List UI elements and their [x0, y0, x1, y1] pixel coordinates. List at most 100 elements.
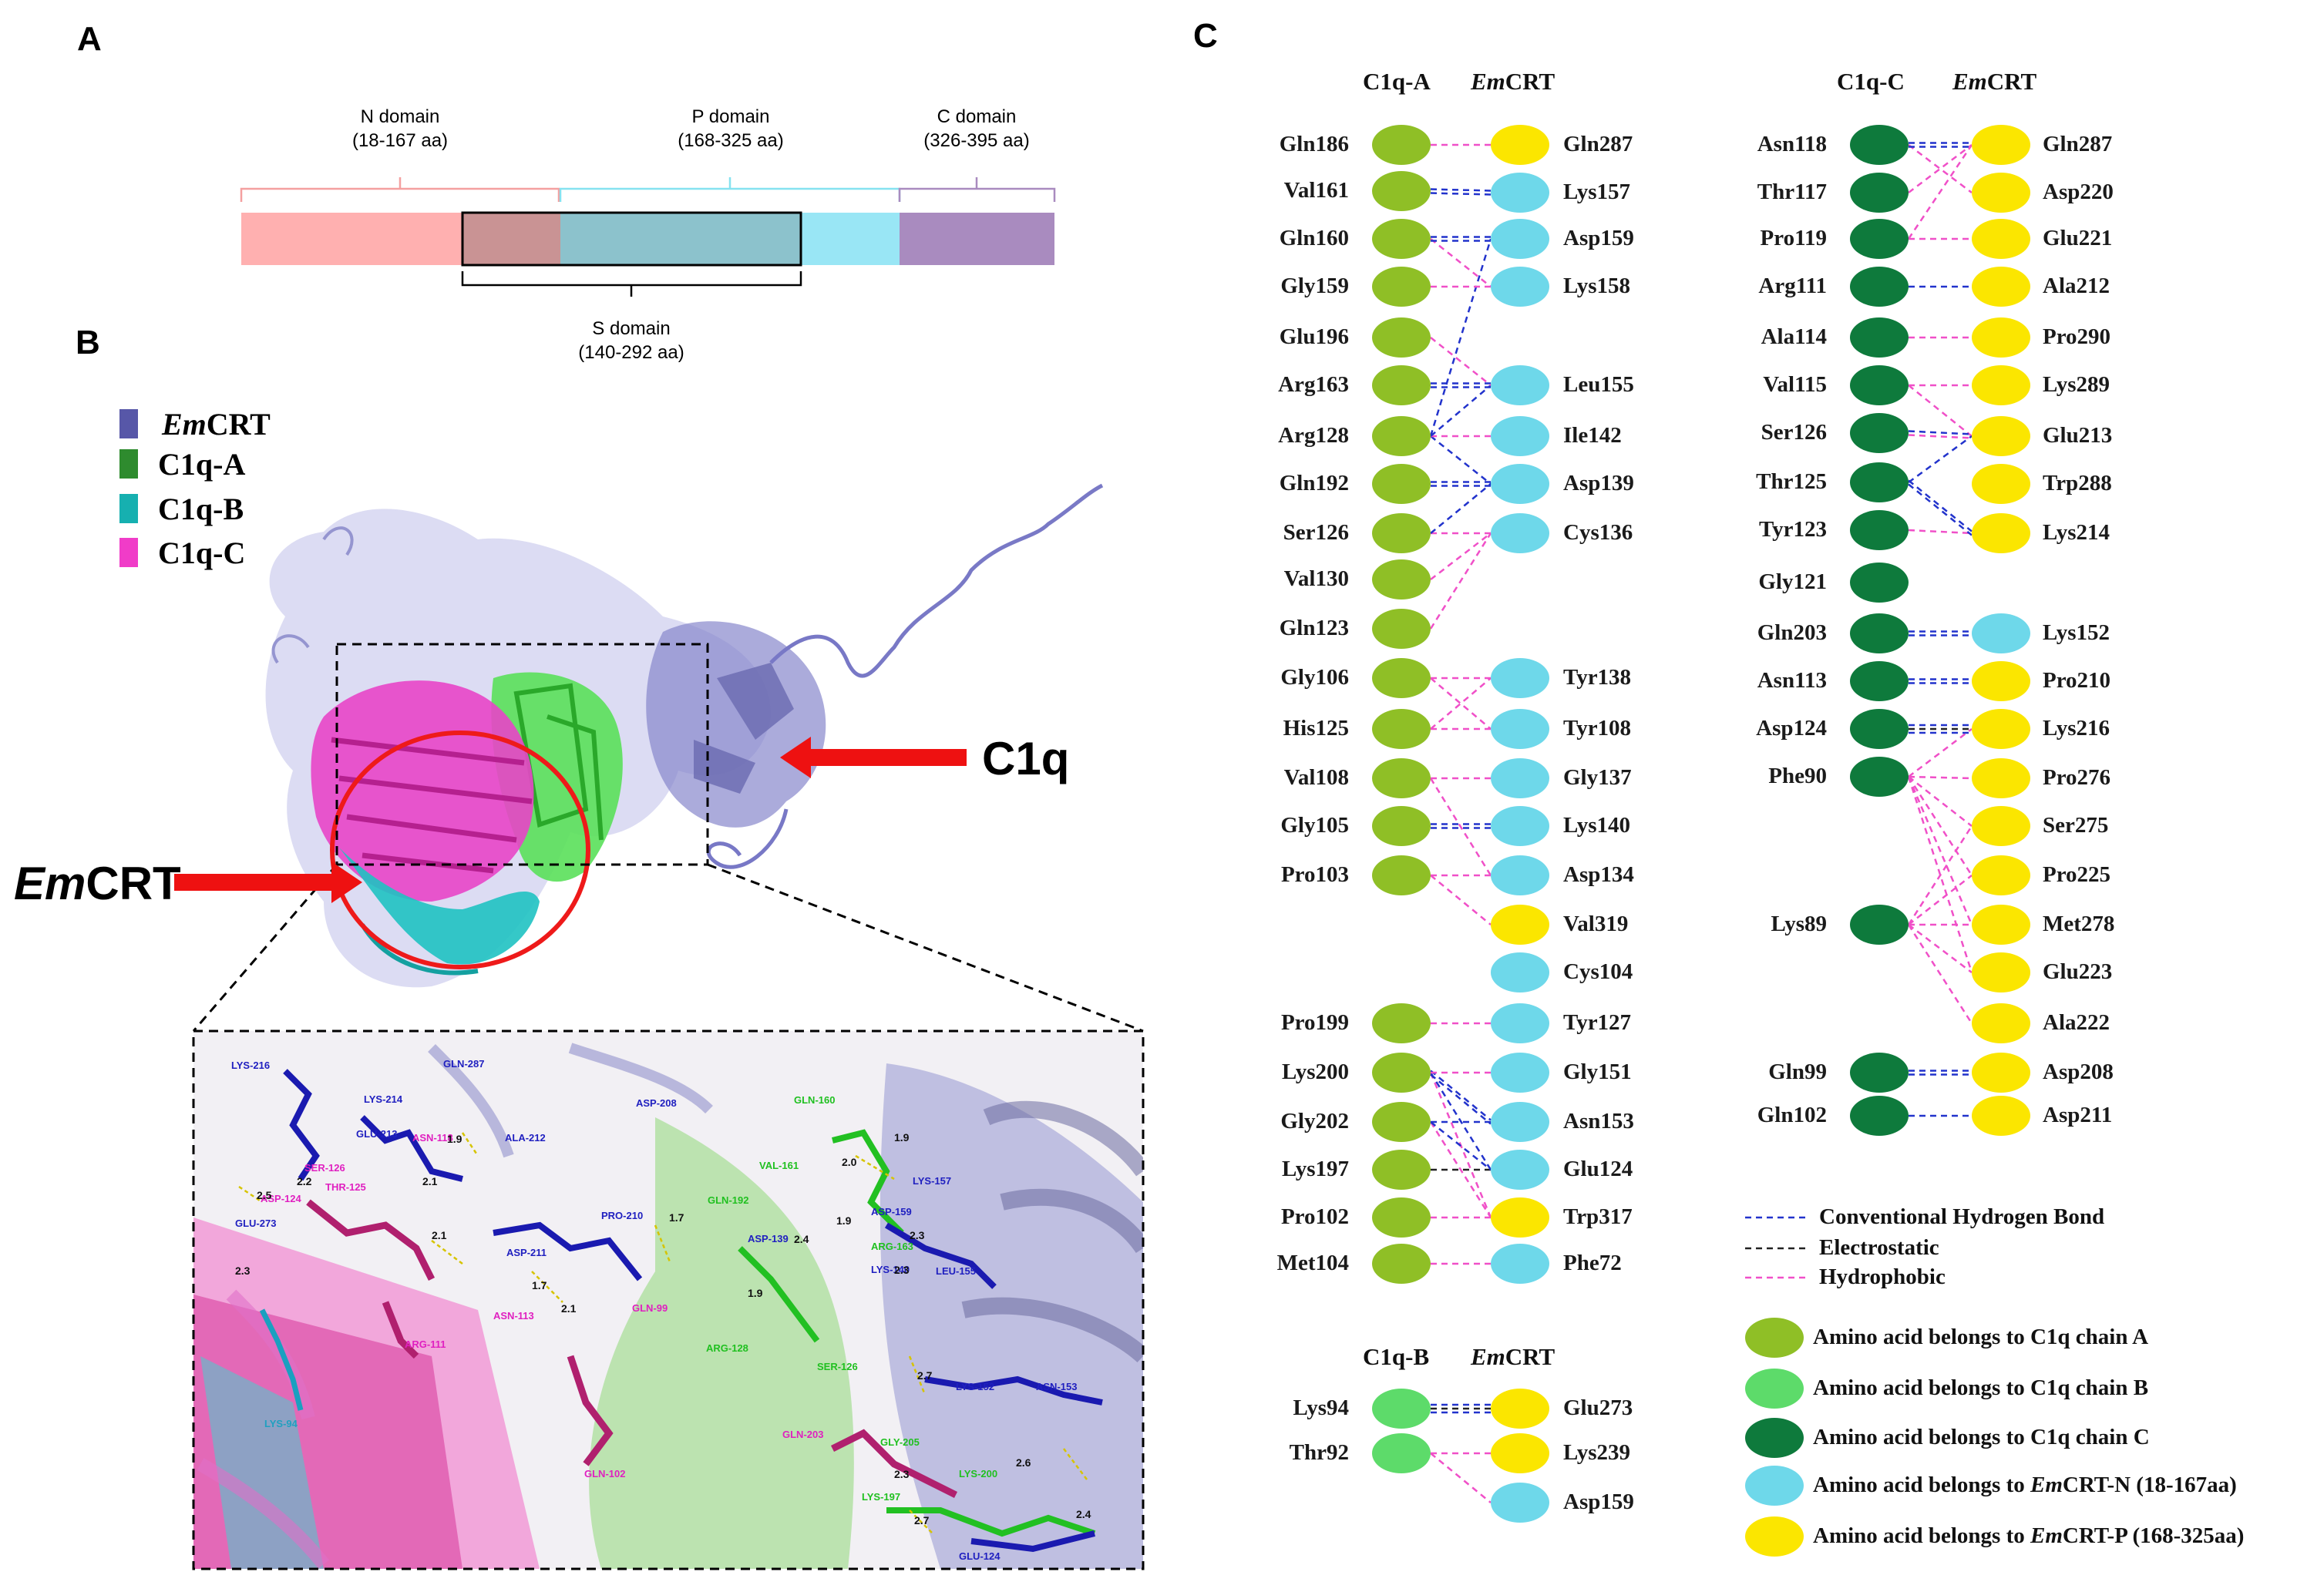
emcrt-residue-node	[1972, 125, 2030, 165]
residue-label: ARG-163	[871, 1241, 913, 1252]
chain-c-residue-node	[1850, 1096, 1909, 1136]
chain-a-residue-label: Gln186	[1279, 132, 1349, 156]
panel-letter-c: C	[1193, 17, 1218, 55]
panel-letter-a: A	[77, 20, 102, 58]
chain-c-residue-node	[1850, 905, 1909, 945]
chain-a-residue-label: Pro102	[1280, 1204, 1349, 1229]
p-domain-label: P domain(168-325 aa)	[678, 106, 784, 151]
chain-c-residue-label: Tyr123	[1758, 517, 1827, 542]
emcrt-residue-node	[1491, 952, 1549, 992]
chain-a-residue-label: Val161	[1283, 178, 1349, 203]
emcrt-residue-label: Phe72	[1563, 1251, 1622, 1275]
emcrt-residue-node	[1491, 219, 1549, 259]
chain-a-residue-label: His125	[1283, 716, 1349, 741]
p-domain-bar	[801, 213, 900, 265]
header-emcrt-b: EmCRT	[1471, 1343, 1555, 1370]
interaction-line	[1907, 825, 1973, 925]
chain-c-residue-label: Asn113	[1757, 668, 1827, 693]
residue-label: GLU-124	[959, 1550, 1001, 1562]
emcrt-residue-node	[1972, 952, 2030, 992]
emcrt-residue-label: Asp159	[1563, 1490, 1634, 1514]
chain-c-residue-label: Gln102	[1757, 1103, 1827, 1127]
legend-swatch	[119, 449, 138, 479]
s-domain-box	[461, 211, 802, 267]
header-c1qb: C1q-B	[1363, 1343, 1430, 1370]
emcrt-residue-node	[1491, 1102, 1549, 1142]
distance-label: 2.6	[1016, 1456, 1031, 1469]
chain-c-residue-node	[1850, 757, 1909, 797]
interaction-line	[1429, 1121, 1492, 1218]
emcrt-arrow	[174, 861, 362, 903]
residue-label: SER-126	[817, 1361, 858, 1372]
emcrt-residue-node	[1972, 855, 2030, 895]
emcrt-residue-node	[1972, 661, 2030, 701]
distance-label: 1.9	[748, 1287, 763, 1299]
chain-c-residue-node	[1850, 173, 1909, 213]
emcrt-residue-label: Lys216	[2043, 716, 2110, 741]
chain-a-residue-label: Gly105	[1280, 813, 1349, 838]
emcrt-residue-node	[1972, 464, 2030, 504]
zoom-region-box	[335, 643, 709, 866]
emcrt-residue-node	[1491, 855, 1549, 895]
emcrt-residue-label: Ala222	[2043, 1010, 2110, 1035]
chain-a-residue-node	[1372, 1102, 1431, 1142]
residue-label: ASN-113	[493, 1310, 534, 1322]
emcrt-residue-node	[1972, 416, 2030, 456]
distance-label: 2.3	[235, 1265, 251, 1277]
chain-a-residue-node	[1372, 513, 1431, 553]
emcrt-residue-label: Asp208	[2043, 1060, 2114, 1084]
emcrt-residue-label: Glu221	[2043, 226, 2113, 250]
emcrt-residue-label: Gln287	[1563, 132, 1633, 156]
chain-a-residue-node	[1372, 267, 1431, 307]
chain-a-residue-node	[1372, 219, 1431, 259]
chain-legend-node	[1745, 1516, 1804, 1557]
legend-label: C1q-C	[158, 536, 246, 570]
chain-c-residue-node	[1850, 267, 1909, 307]
distance-label: 2.3	[894, 1264, 910, 1276]
interaction-line	[1908, 144, 1973, 193]
emcrt-residue-label: Val319	[1563, 912, 1629, 936]
distance-label: 2.7	[917, 1369, 933, 1382]
interaction-line	[1430, 1453, 1492, 1503]
emcrt-residue-label: Asp159	[1563, 226, 1634, 250]
emcrt-residue-label: Lys214	[2043, 520, 2110, 545]
inset-border	[192, 1029, 1145, 1570]
residue-label: PRO-210	[601, 1210, 644, 1221]
emcrt-residue-node	[1491, 513, 1549, 553]
distance-label: 2.1	[561, 1302, 577, 1315]
interaction-line	[1908, 529, 1973, 535]
chain-a-residue-label: Val130	[1283, 566, 1349, 591]
chain-legend-node	[1745, 1418, 1804, 1458]
emcrt-arrow-label: EmCRT	[14, 858, 181, 909]
interaction-line	[1429, 1072, 1492, 1170]
distance-label: 2.3	[894, 1468, 910, 1480]
chain-a-residue-node	[1372, 609, 1431, 649]
chain-a-residue-label: Gly202	[1280, 1109, 1349, 1134]
chain-c-residue-label: Val115	[1763, 372, 1827, 397]
c-domain-label: C domain(326-395 aa)	[923, 106, 1030, 151]
residue-label: LYS-140	[871, 1264, 910, 1275]
emcrt-residue-label: Trp288	[2043, 471, 2112, 495]
emcrt-residue-node	[1972, 1003, 2030, 1043]
legend-label: EmCRT	[162, 407, 271, 442]
chain-c-residue-label: Arg111	[1758, 274, 1827, 298]
emcrt-residue-node	[1491, 416, 1549, 456]
residue-label: ASP-124	[261, 1193, 301, 1204]
chain-a-residue-node	[1372, 1150, 1431, 1190]
emcrt-residue-node	[1972, 758, 2030, 798]
chain-c-residue-node	[1850, 317, 1909, 358]
panel-letter-b: B	[76, 324, 100, 361]
chain-c-residue-label: Phe90	[1768, 764, 1827, 788]
emcrt-residue-node	[1491, 1053, 1549, 1093]
chain-a-residue-node	[1372, 855, 1431, 895]
emcrt-residue-label: Glu273	[1563, 1396, 1633, 1420]
chain-legend-label: Amino acid belongs to C1q chain C	[1813, 1425, 2150, 1449]
header-c1qc: C1q-C	[1837, 68, 1905, 95]
interaction-line	[1430, 532, 1492, 580]
residue-label: GLN-287	[443, 1058, 485, 1070]
interaction-line	[1430, 875, 1492, 925]
interaction-line	[1907, 776, 1973, 973]
chain-legend-label: Amino acid belongs to C1q chain A	[1813, 1325, 2149, 1349]
residue-label: ASN-153	[1036, 1381, 1078, 1392]
